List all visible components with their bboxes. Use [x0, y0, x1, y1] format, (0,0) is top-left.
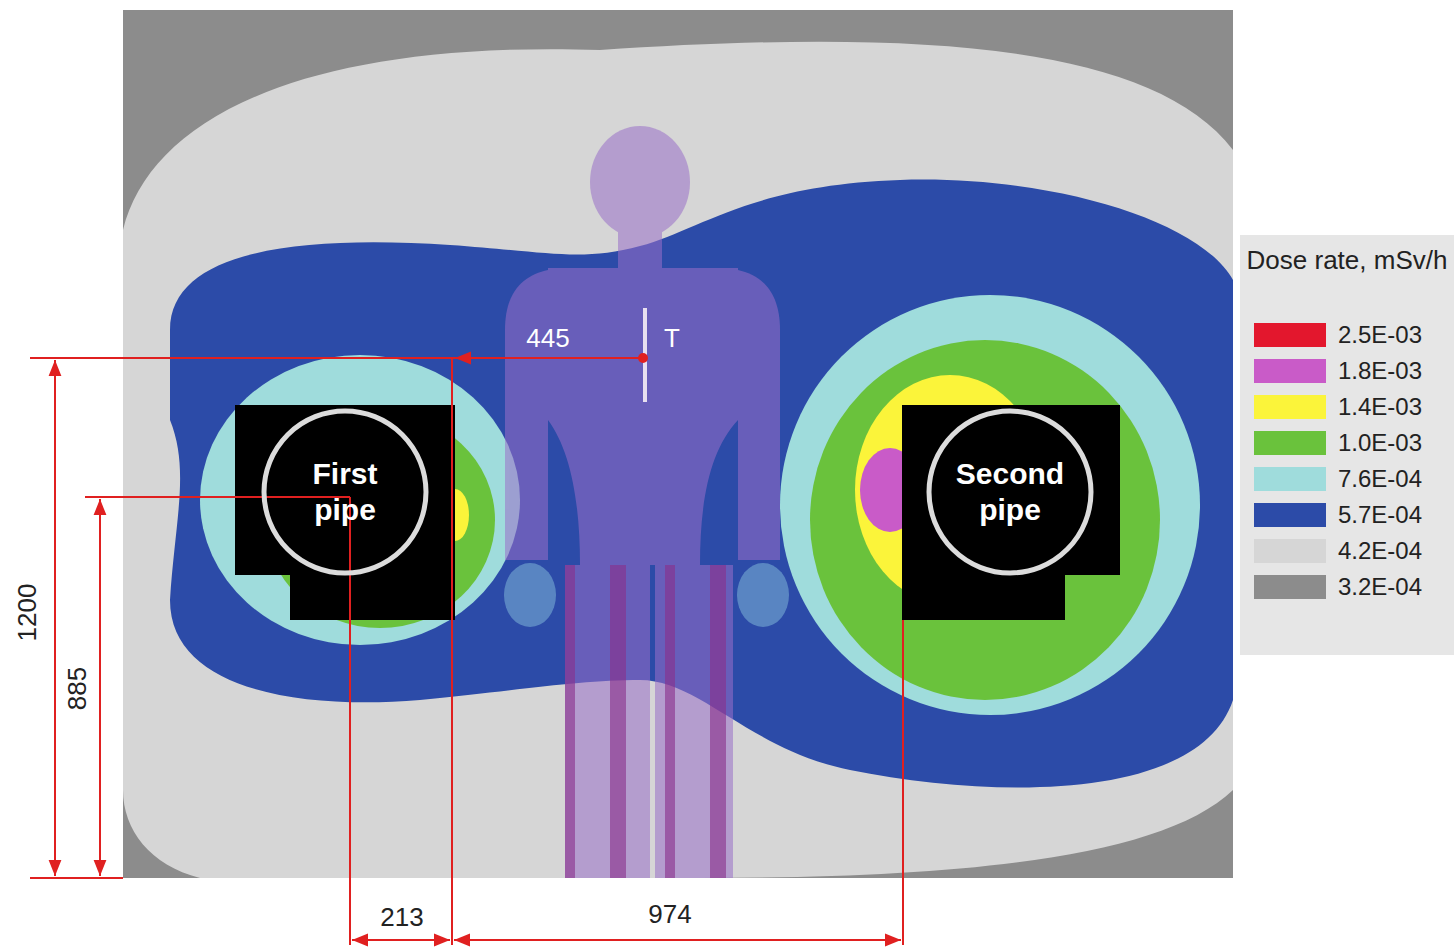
tally-label: T — [664, 323, 680, 354]
legend-label: 2.5E-03 — [1338, 321, 1422, 349]
legend-label: 3.2E-04 — [1338, 573, 1422, 601]
legend-swatch — [1254, 323, 1326, 347]
legend-label: 4.2E-04 — [1338, 537, 1422, 565]
pipe-label: Second pipe — [945, 456, 1075, 528]
legend-entry: 5.7E-04 — [1254, 501, 1422, 529]
legend-swatch — [1254, 431, 1326, 455]
pipe-wall — [264, 411, 426, 573]
pipe-housing — [902, 405, 1120, 620]
dose-zone — [123, 42, 1233, 878]
legend-title: Dose rate, mSv/h — [1240, 243, 1454, 278]
legend-label: 5.7E-04 — [1338, 501, 1422, 529]
legend-entry: 3.2E-04 — [1254, 573, 1422, 601]
legend-swatch — [1254, 359, 1326, 383]
legend-entry: 1.8E-03 — [1254, 357, 1422, 385]
legend-label: 1.8E-03 — [1338, 357, 1422, 385]
legend-label: 7.6E-04 — [1338, 465, 1422, 493]
legend-entry: 4.2E-04 — [1254, 537, 1422, 565]
legend-entry: 7.6E-04 — [1254, 465, 1422, 493]
pipe-wall — [929, 411, 1091, 573]
dose-zone — [810, 340, 1160, 700]
legend-swatch — [1254, 467, 1326, 491]
dose-zone — [200, 355, 520, 645]
phantom-legs — [565, 565, 726, 878]
legend-entry: 1.4E-03 — [1254, 393, 1422, 421]
pipe-housing — [235, 405, 455, 620]
tally-point — [638, 353, 648, 363]
tally-label: 445 — [526, 323, 569, 354]
pipe-node: First pipe — [260, 407, 430, 577]
dimension-label: 213 — [380, 902, 423, 933]
dimension-label: 974 — [648, 899, 691, 930]
dose-zone — [123, 10, 1233, 878]
legend-entry: 1.0E-03 — [1254, 429, 1422, 457]
dimension-lines — [30, 358, 903, 945]
human-phantom — [504, 126, 789, 878]
legend-swatch — [1254, 575, 1326, 599]
pipe-label: First pipe — [280, 456, 410, 528]
legend-label: 1.0E-03 — [1338, 429, 1422, 457]
pipe-circle — [260, 407, 430, 577]
pipe-circle — [925, 407, 1095, 577]
dose-zone — [780, 295, 1200, 715]
dimension-label: 885 — [62, 666, 93, 709]
legend-panel: Dose rate, mSv/h 2.5E-03 1.8E-03 1.4E-03 1.0… — [1240, 235, 1454, 655]
legend-label: 1.4E-03 — [1338, 393, 1422, 421]
pipe-node: Second pipe — [925, 407, 1095, 577]
legend-swatch — [1254, 395, 1326, 419]
dimension-label: 1200 — [13, 583, 44, 641]
legend-entry: 2.5E-03 — [1254, 321, 1422, 349]
legend-swatch — [1254, 503, 1326, 527]
legend-swatch — [1254, 539, 1326, 563]
